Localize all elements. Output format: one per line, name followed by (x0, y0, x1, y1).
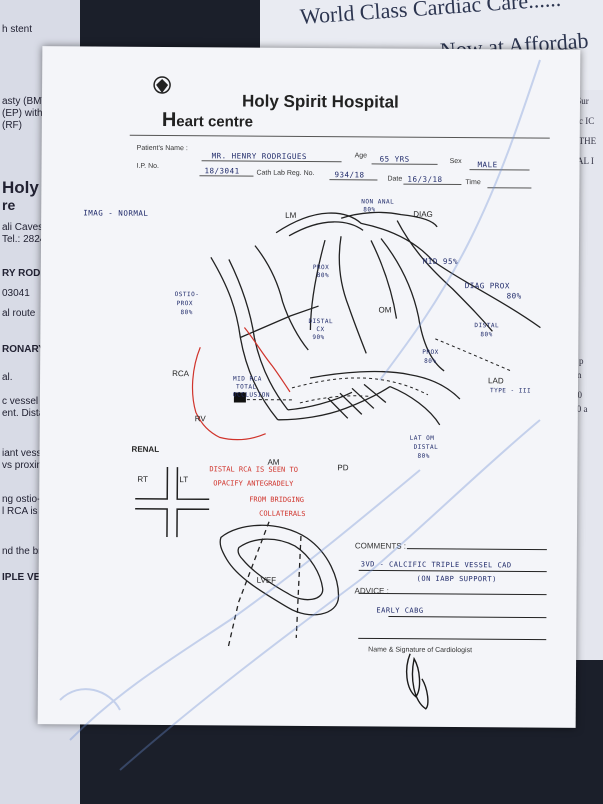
watermark-strokes (59, 59, 541, 771)
hospital-logo-icon (153, 76, 171, 94)
bg-line: vs proximal (2, 460, 53, 471)
coronary-outline (210, 211, 541, 426)
bg-line: l RCA is s (2, 506, 46, 517)
bg-line: al route (2, 308, 36, 319)
bg-line: nd the bra (2, 546, 48, 557)
bg-line: IPLE VE (2, 572, 41, 583)
bg-line: (EP) with (2, 108, 43, 119)
bg-line: ali Caves Roa (2, 222, 65, 233)
bg-line: ent. Distal I (2, 408, 53, 419)
bg-line: 03041 (2, 288, 30, 299)
bg-line: Tel.: 282488 (2, 234, 57, 245)
bg-line: ng ostio-pr (2, 494, 50, 505)
coronary-tree-diagram (135, 211, 547, 710)
bg-line: al. (2, 372, 13, 383)
bg-line: RY RODRIGU (2, 268, 66, 279)
bg-line: asty (BMV) (2, 96, 52, 107)
cardiologist-signature (405, 653, 429, 710)
left-main-vessel (275, 212, 541, 329)
bg-line: h stent (2, 24, 33, 35)
bg-line: RONARY A (2, 344, 55, 355)
bg-line: c vessel sho (2, 396, 58, 407)
occlusion-marker (233, 392, 246, 403)
collateral-red-path (191, 327, 291, 441)
cath-lab-report: Holy Spirit Hospital Heart centre Patien… (37, 46, 581, 728)
lad-vessel (380, 238, 445, 372)
bg-line: re (2, 197, 16, 213)
bg-line: (RF) (2, 120, 22, 131)
bg-line: iant vessel s (2, 448, 58, 459)
renal-cross (135, 467, 210, 538)
dashed-branches (244, 338, 513, 404)
comment-lines (358, 548, 547, 641)
lv-silhouette (219, 521, 340, 648)
